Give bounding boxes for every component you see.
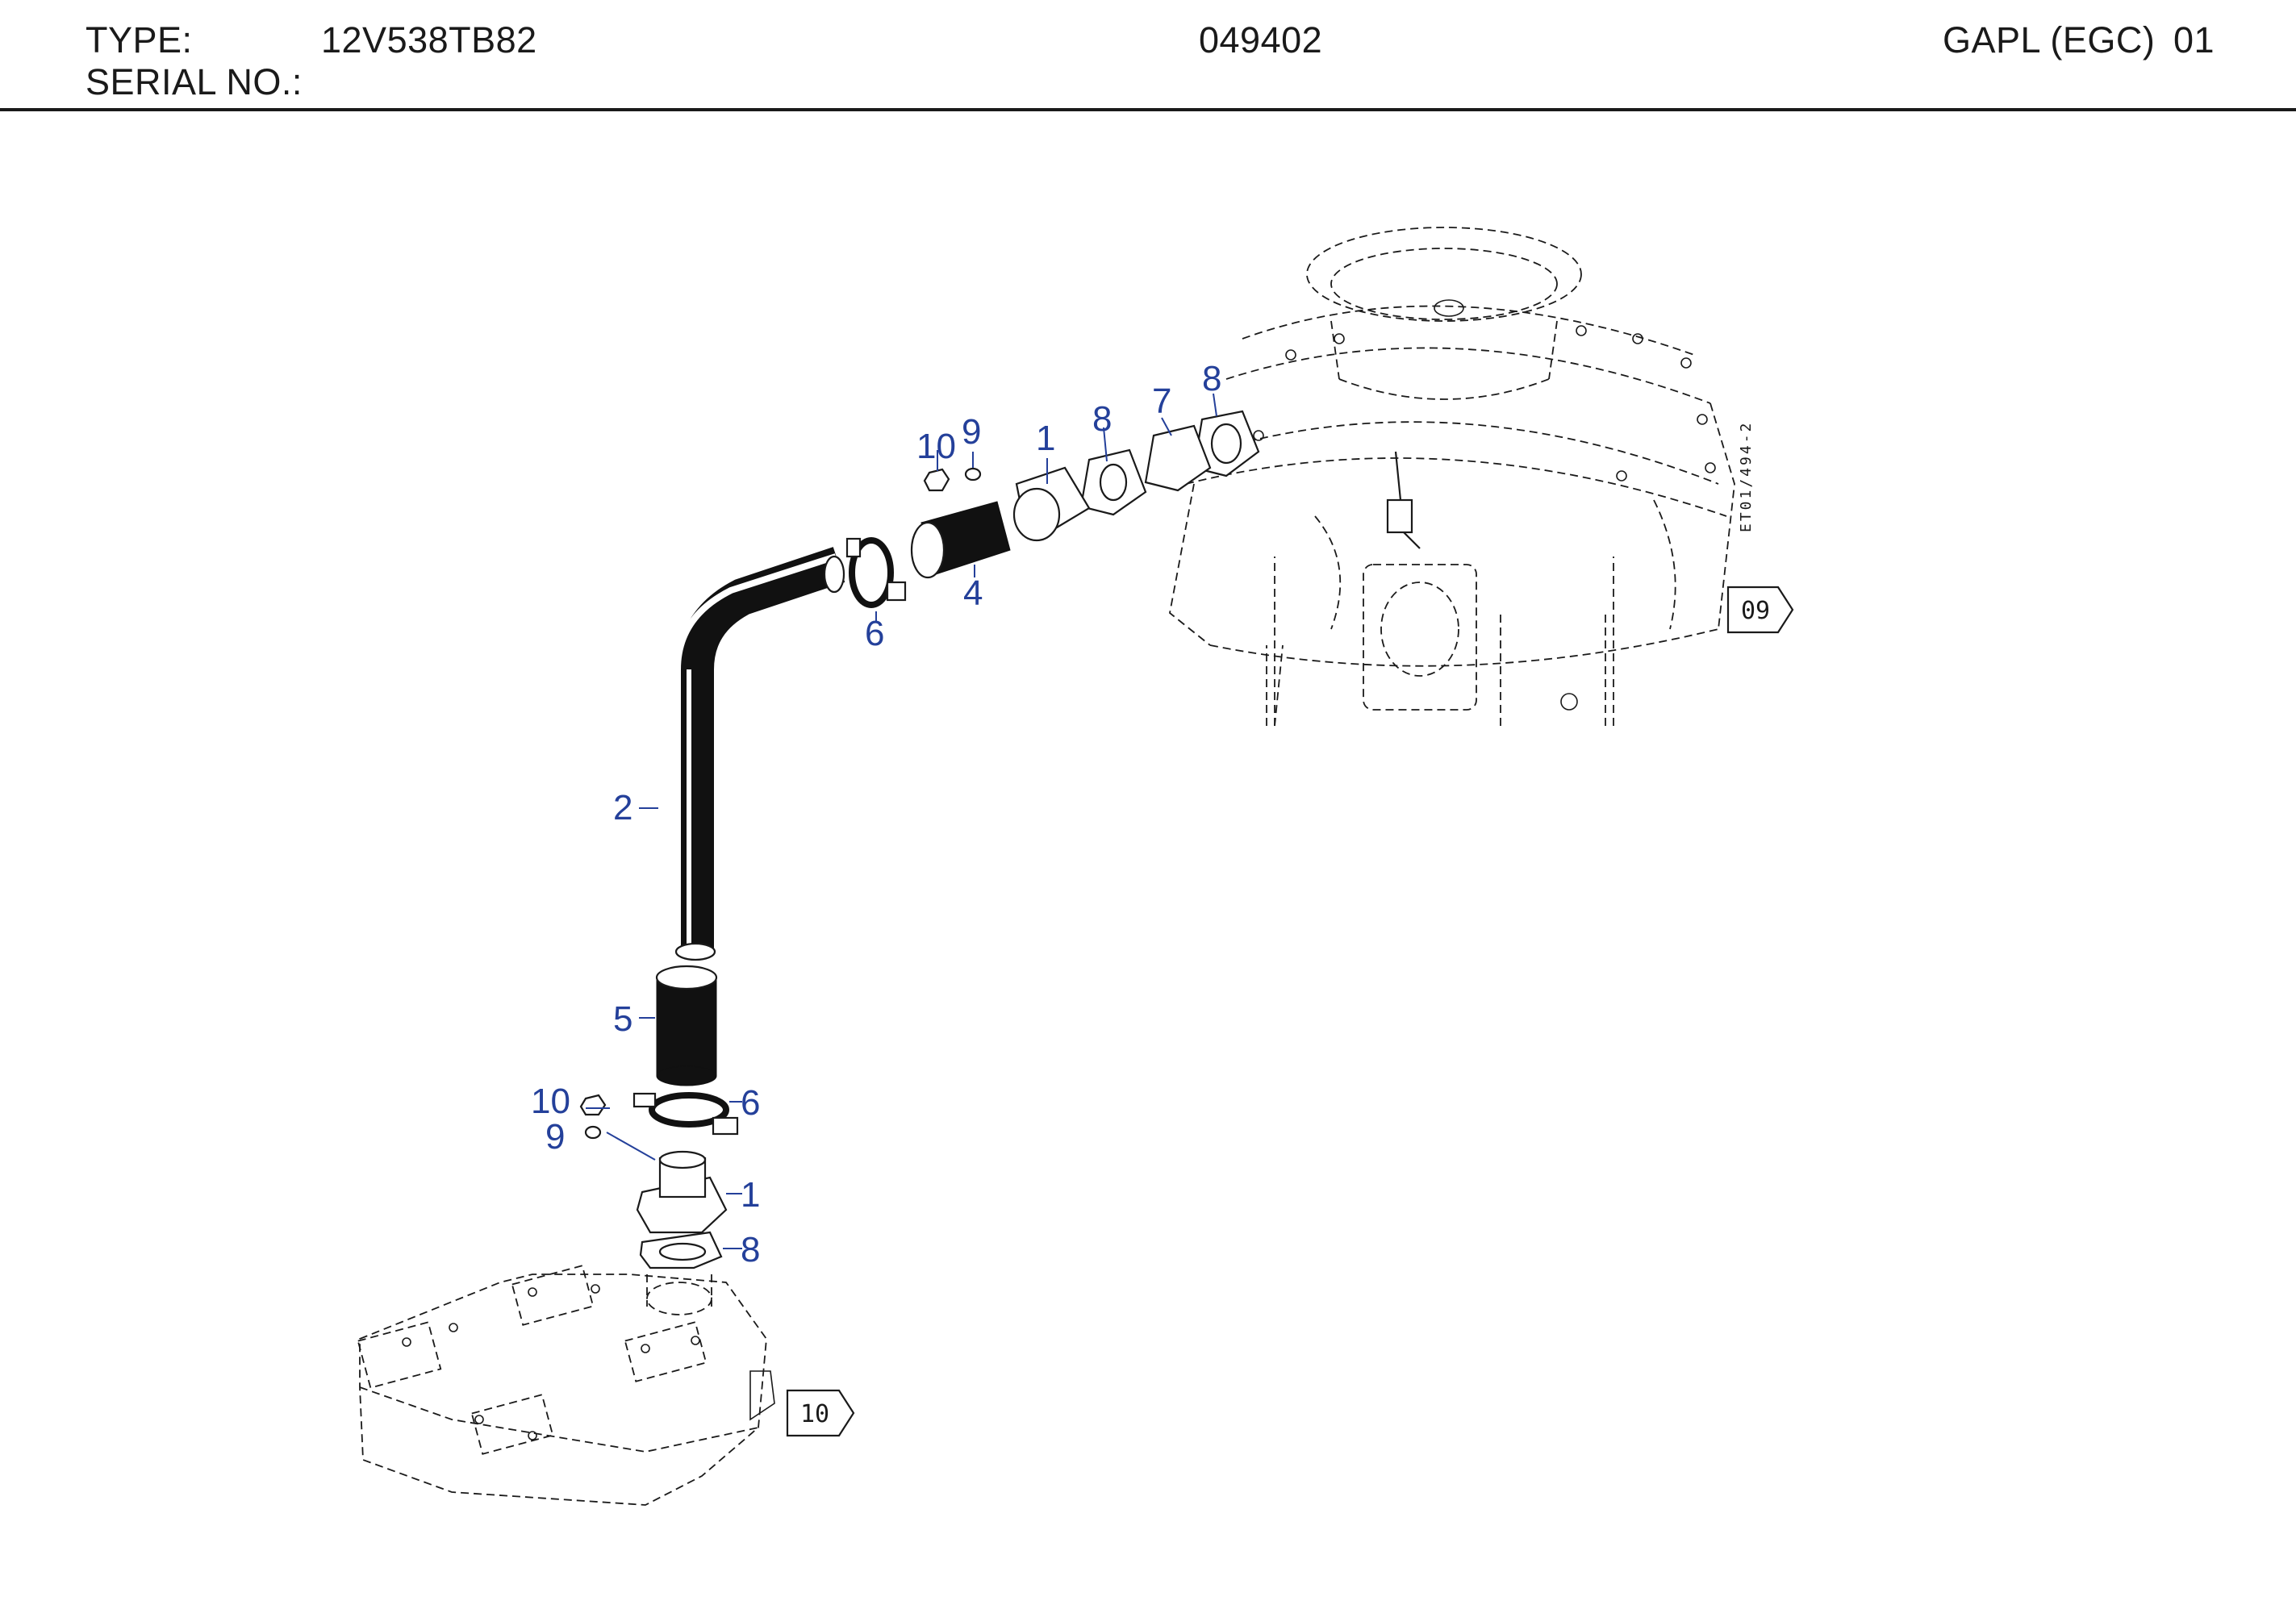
upper-flange-adapter-1 (1012, 466, 1091, 542)
group-number: 01 (2173, 19, 2215, 60)
callout-nut-10-lower: 10 (531, 1082, 570, 1121)
nav-ref-09-arrow[interactable]: 09 (1726, 586, 1794, 634)
upper-nut-10 (923, 468, 950, 492)
group-label: GAPL (EGC) (1943, 19, 2156, 60)
callout-hose-5: 5 (613, 999, 632, 1039)
callout-adapter-1-upper: 1 (1036, 419, 1055, 458)
upper-washer-9 (964, 467, 982, 482)
drawing-ref-code: ET01/494-2 (1738, 421, 1755, 532)
lower-hose-5 (655, 965, 718, 1086)
doc-number: 049402 (1199, 19, 1323, 60)
lower-nut-10 (579, 1094, 607, 1116)
nav-ref-10-label: 10 (800, 1400, 829, 1428)
upper-gasket-8a (1079, 448, 1147, 516)
type-value: 12V538TB82 (321, 19, 537, 60)
callout-clamp-6-lower: 6 (741, 1083, 760, 1123)
type-label: TYPE: (86, 19, 193, 60)
callout-labels: 10 9 1 8 7 8 4 6 2 5 10 9 6 1 8 (531, 359, 1221, 1269)
callout-gasket-8-upper-a: 8 (1092, 399, 1112, 439)
upper-hose-4 (910, 501, 1011, 579)
upper-plate-7 (1144, 424, 1212, 492)
lower-manifold-housing (357, 1265, 775, 1506)
callout-gasket-8-lower: 8 (741, 1230, 760, 1269)
header-divider (0, 108, 2296, 111)
lower-flange-adapter-1 (636, 1150, 728, 1234)
upper-gasket-8b (1192, 410, 1260, 477)
serial-label: SERIAL NO.: (86, 61, 303, 102)
callout-nut-10-upper: 10 (916, 427, 956, 466)
callout-pipe-2: 2 (613, 788, 632, 828)
nav-ref-09-label: 09 (1741, 597, 1770, 625)
upper-clamp-6 (845, 537, 907, 608)
callout-washer-9-upper: 9 (962, 412, 981, 452)
nav-ref-10-arrow[interactable]: 10 (786, 1389, 855, 1437)
callout-clamp-6-upper: 6 (865, 614, 884, 653)
bent-pipe-2 (674, 547, 845, 961)
lower-washer-9 (584, 1125, 602, 1140)
lower-gasket-8 (639, 1231, 723, 1269)
turbocharger-housing (1169, 227, 1735, 727)
callout-plate-7-upper: 7 (1152, 381, 1171, 421)
leader-lines (586, 393, 1217, 1249)
callout-hose-4-upper: 4 (963, 573, 983, 613)
callout-washer-9-lower: 9 (545, 1117, 565, 1157)
callout-adapter-1-lower: 1 (741, 1175, 760, 1215)
lower-clamp-6 (632, 1092, 739, 1136)
callout-gasket-8-upper-b: 8 (1202, 359, 1221, 398)
